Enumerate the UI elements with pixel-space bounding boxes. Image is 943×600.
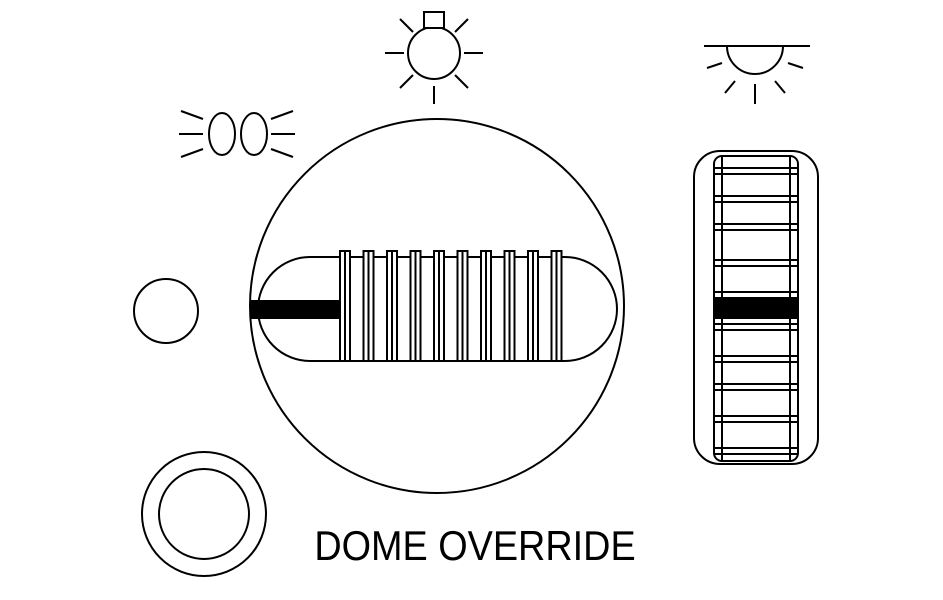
thumbwheel-indicator: [714, 297, 798, 319]
dome-override-label: DOME OVERRIDE: [314, 522, 636, 569]
knob-grip-ribs: [339, 250, 563, 362]
dimmer-thumbwheel[interactable]: [693, 150, 819, 465]
dome-override-button[interactable]: [141, 451, 267, 577]
headlamp-icon: [385, 11, 483, 104]
knob-indicator: [250, 300, 340, 319]
interior-dimmer-icon: [704, 45, 810, 104]
round-button[interactable]: [133, 278, 199, 344]
headlamp-rotary-knob[interactable]: [249, 118, 625, 494]
parking-lamps-icon: [179, 110, 295, 158]
